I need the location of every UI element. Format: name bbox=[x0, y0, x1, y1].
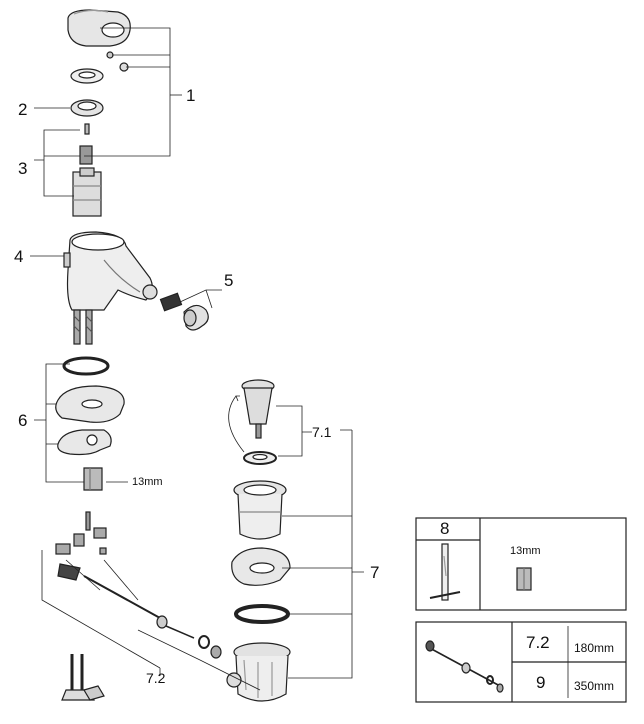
callout-4: 4 bbox=[14, 247, 24, 266]
popup-plug bbox=[241, 379, 275, 439]
cartridge bbox=[72, 167, 102, 217]
leader-lines-1 bbox=[84, 27, 182, 157]
washer-gasket bbox=[231, 547, 291, 586]
callout-7-2: 7.2 bbox=[146, 670, 166, 686]
callout-2: 2 bbox=[18, 100, 28, 119]
supply-hoses bbox=[73, 309, 93, 345]
rod-table-row-1-length: 180mm bbox=[574, 641, 615, 655]
waste-nut bbox=[226, 642, 291, 702]
lever-handle bbox=[67, 9, 131, 47]
pull-rod-linkage bbox=[55, 511, 195, 639]
rod-table-frame bbox=[415, 621, 627, 703]
flexible-hoses bbox=[61, 654, 105, 701]
mixer-body bbox=[63, 231, 158, 311]
leader-line-5 bbox=[179, 289, 222, 309]
callout-7: 7 bbox=[370, 563, 380, 582]
nut-size-label: 13mm bbox=[132, 476, 163, 488]
callout-5: 5 bbox=[224, 271, 234, 290]
leader-line-7-1 bbox=[276, 405, 312, 457]
leader-line-3 bbox=[34, 129, 80, 197]
tool-box-frame bbox=[415, 517, 627, 611]
callout-3: 3 bbox=[18, 159, 28, 178]
rod-kit-illustration bbox=[425, 640, 504, 693]
callout-7-1: 7.1 bbox=[312, 424, 332, 440]
spray-diverter bbox=[159, 292, 209, 331]
o-ring bbox=[62, 356, 110, 376]
leader-line-7 bbox=[282, 429, 364, 679]
callout-1: 1 bbox=[186, 86, 196, 105]
tool-box-number: 8 bbox=[440, 519, 450, 538]
mounting-flange-upper bbox=[55, 385, 125, 423]
rod-table-row-2-item: 9 bbox=[536, 673, 546, 692]
fixing-nut bbox=[83, 467, 103, 491]
sealing-ring bbox=[234, 604, 290, 624]
extension-adapter bbox=[79, 145, 93, 165]
rod-table-row-1-item: 7.2 bbox=[526, 633, 550, 652]
leader-line-6 bbox=[34, 363, 84, 483]
rotation-arrow bbox=[228, 395, 245, 453]
tool-socket bbox=[516, 567, 532, 591]
callout-6: 6 bbox=[18, 411, 28, 430]
rod-table-row-2-length: 350mm bbox=[574, 679, 615, 693]
grub-screw bbox=[84, 123, 90, 135]
cover-ring bbox=[70, 68, 104, 84]
assembly-tool bbox=[429, 543, 461, 601]
mounting-flange-lower bbox=[57, 429, 112, 456]
rod-clip bbox=[198, 635, 222, 659]
plug-seal bbox=[243, 451, 277, 465]
bonnet-ring bbox=[70, 99, 104, 117]
waste-body bbox=[233, 480, 287, 540]
tool-size-label: 13mm bbox=[510, 545, 541, 557]
leader-line-7-2 bbox=[41, 550, 261, 691]
